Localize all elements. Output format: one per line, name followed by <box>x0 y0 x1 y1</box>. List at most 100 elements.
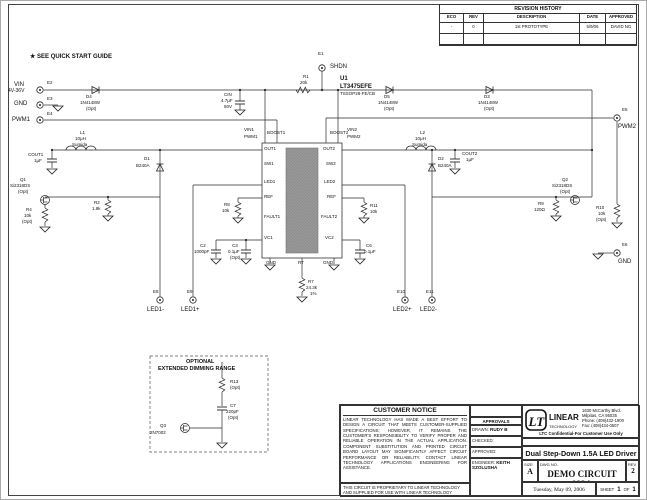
schematic-label: E9 <box>187 289 193 294</box>
lt-mark: LT <box>528 414 546 429</box>
schematic-label: Q1 <box>20 177 27 182</box>
customer-notice: CUSTOMER NOTICE LINEAR TECHNOLOGY HAS MA… <box>340 405 470 483</box>
title-block: CUSTOMER NOTICE LINEAR TECHNOLOGY HAS MA… <box>339 404 640 497</box>
schematic-label: E10 <box>397 289 406 294</box>
rev-cell: REV 2 <box>626 460 640 482</box>
engineer-cell: ENGINEER: KEITH SZOLUSHA <box>470 458 522 497</box>
rev-col-header: REV <box>464 14 484 23</box>
schematic-label: R2 <box>94 200 100 205</box>
schematic-label: BOOST1 <box>267 130 286 135</box>
schematic-label: COUT2 <box>462 151 478 156</box>
schematic-label: 10k <box>598 211 606 216</box>
schematic-label: Sumida <box>72 142 88 147</box>
schematic-label: 24.3k <box>306 285 318 290</box>
rev-cell: 1st PROTOTYPE <box>484 23 580 34</box>
linear-technology-logo: LT LINEAR TECHNOLOGY <box>525 409 579 431</box>
dwg-no-value: DEMO CIRCUIT 923A <box>547 469 617 481</box>
schematic-label: C3 <box>232 243 238 248</box>
schematic-label: (Opt) <box>86 106 97 111</box>
schematic-label: REF <box>327 194 336 199</box>
schematic-label: L2 <box>420 130 426 135</box>
rev-cell: 0 <box>464 23 484 34</box>
schematic-label: D4 <box>86 94 92 99</box>
schematic-label: 10k <box>222 208 230 213</box>
date-cell: Tuesday, May 09, 2006 <box>522 482 596 497</box>
engineer-label: ENGINEER: <box>472 460 496 465</box>
address-line2: Milpitas, CA 95035 <box>582 413 617 419</box>
rev-cell-empty <box>606 34 636 45</box>
schematic-label: 1000pF <box>194 249 210 254</box>
schematic-label: (Opt) <box>596 217 607 222</box>
schematic-label: R10 <box>596 205 605 210</box>
schematic-label: PWM1 <box>244 134 258 139</box>
rev-label: REV <box>628 462 637 467</box>
schematic-label: (Opt) <box>484 106 495 111</box>
ic-part: LT3475EFE <box>340 84 372 90</box>
schematic-label: LED2 <box>324 179 336 184</box>
terminal-gnd-right-label: GND <box>618 259 632 265</box>
schematic-label: L1 <box>80 130 86 135</box>
schematic-label: D2 <box>438 156 444 161</box>
schematic-label: CIN <box>224 92 232 97</box>
schematic-label: 20k <box>300 80 308 85</box>
schematic-label: 1% <box>310 291 317 296</box>
checked-cell: CHECKED: <box>470 436 522 447</box>
schematic-label: (Opt) <box>230 385 241 390</box>
terminal-pwm1-label: PWM1 <box>12 117 30 123</box>
customer-notice-body: LINEAR TECHNOLOGY HAS MADE A BEST EFFORT… <box>343 417 467 471</box>
schematic-label: (Opt) <box>384 106 395 111</box>
note-quick-start: ★ SEE QUICK START GUIDE <box>30 54 112 60</box>
schematic-label: 2N7002 <box>150 430 166 435</box>
company-fax: Fax: (408)434-0507 <box>582 423 619 429</box>
company-address: 1630 McCarthy Blvd. Milpitas, CA 95035 P… <box>582 408 637 428</box>
schematic-label: E3 <box>47 96 53 101</box>
schematic-label: RT <box>298 260 304 265</box>
rev-col-header: DESCRIPTION <box>484 14 580 23</box>
terminal-led1-plus-label: LED1+ <box>181 307 200 313</box>
schematic-label: E11 <box>426 289 434 294</box>
rev-col-header: ECO <box>440 14 464 23</box>
schematic-label: FAULT1 <box>264 214 281 219</box>
title-row: TITLE: SCHEMATIC <box>522 438 640 446</box>
rev-cell: DAVID NG <box>606 23 636 34</box>
schematic-label: 10k <box>370 209 378 214</box>
schematic-label: 10μH <box>415 136 426 141</box>
size-label: SIZE <box>524 462 533 467</box>
terminal-led2-plus-label: LED2+ <box>393 307 412 313</box>
schematic-label: Q2 <box>562 177 569 182</box>
schematic-label: D5 <box>384 94 390 99</box>
revision-history-title: REVISION HISTORY <box>440 5 636 14</box>
sheet-total: 1 <box>632 486 636 493</box>
schematic-label: SW2 <box>326 161 336 166</box>
schematic-label: Q3 <box>160 423 167 428</box>
schematic-label: FAULT2 <box>321 214 338 219</box>
rev-cell-empty <box>464 34 484 45</box>
optional-box-subtitle: EXTENDED DIMMING RANGE <box>158 366 236 372</box>
customer-notice-title: CUSTOMER NOTICE <box>343 407 467 416</box>
schematic-label: R7 <box>308 279 314 284</box>
terminal-shdn-label: SHDN <box>330 64 348 70</box>
schematic-label: VIN1 <box>244 127 255 132</box>
schematic-label: LED1 <box>264 179 276 184</box>
size-cell: SIZE A <box>522 460 538 482</box>
schematic-label: E1 <box>318 51 324 56</box>
schematic-label: E2 <box>47 80 53 85</box>
terminal-gnd-left-label: GND <box>14 101 28 107</box>
dwg-no-cell: DWG NO. DEMO CIRCUIT 923A <box>538 460 626 482</box>
schematic-label: 10k <box>24 213 32 218</box>
schematic-label: D1 <box>144 156 150 161</box>
schematic-label: GND <box>323 260 333 265</box>
terminal-led1-minus-label: LED1- <box>147 307 165 313</box>
rev-cell-empty <box>440 34 464 45</box>
ic-ref: U1 <box>340 76 348 82</box>
schematic-label: E4 <box>47 111 53 116</box>
schematic-label: (Opt) <box>22 219 33 224</box>
schematic-label: R13 <box>230 379 239 384</box>
schematic-label: C7 <box>230 403 236 408</box>
confidential-note: LTC Confidential-For Customer Use Only <box>539 431 623 436</box>
schematic-label: 1N4148W <box>80 100 101 105</box>
terminal-led2-minus-label: LED2- <box>420 307 438 313</box>
approved-cell: APPROVED: <box>470 447 522 458</box>
